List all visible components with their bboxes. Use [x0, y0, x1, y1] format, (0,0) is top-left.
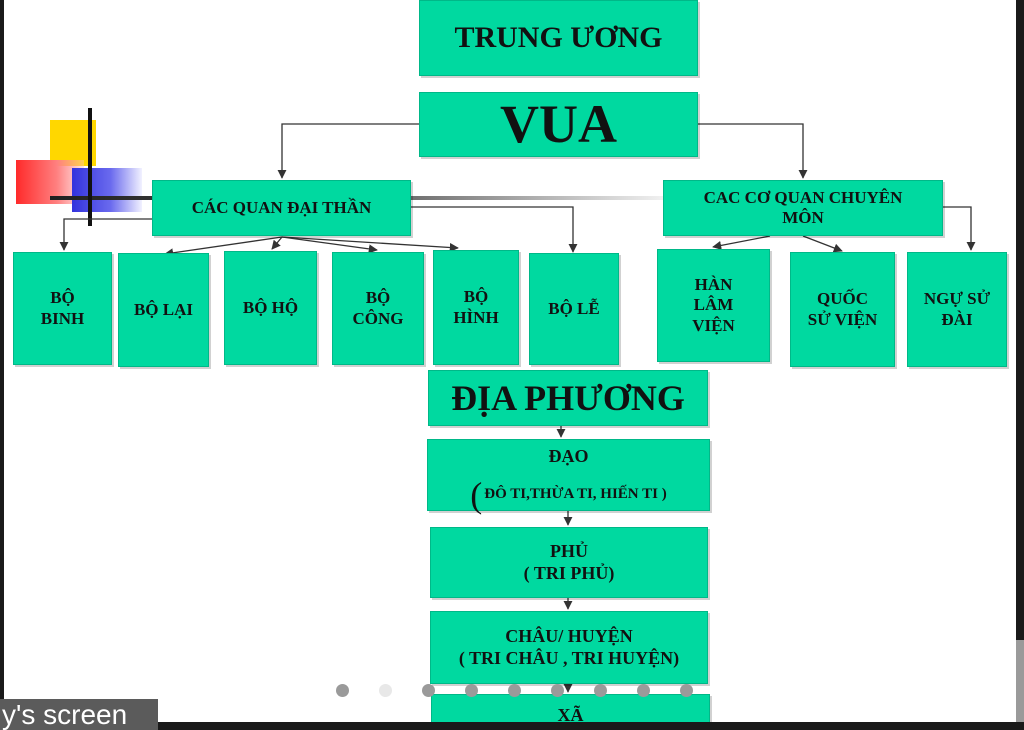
quoc-su-vien-box: QUỐC SỬ VIỆN [790, 252, 895, 367]
slide-dot-1[interactable] [336, 684, 349, 697]
bo-ho-box: BỘ HỘ [224, 251, 317, 365]
bo-lai-box: BỘ LẠI [118, 253, 209, 367]
screen-frame-left [0, 0, 4, 730]
slide-dot-3[interactable] [422, 684, 435, 697]
arrow-to-bo-ho [271, 236, 283, 250]
screen-frame-bottom [0, 722, 1024, 730]
trung-uong-title: TRUNG ƯƠNG [419, 0, 698, 76]
dao-sub-line: ( ĐÔ TI,THỪA TI, HIẾN TI ) [470, 477, 666, 513]
bo-binh-box: BỘ BINH [13, 252, 112, 365]
dao-open-paren: ( [470, 475, 483, 516]
arrow-vua-to-left-group [277, 123, 419, 179]
screen-share-label: y's screen [0, 699, 158, 730]
cac-quan-dai-than-box: CÁC QUAN ĐẠI THẦN [152, 180, 411, 236]
chau-huyen-box: CHÂU/ HUYỆN ( TRI CHÂU , TRI HUYỆN) [430, 611, 708, 684]
dao-label: ĐẠO [548, 446, 589, 466]
dia-phuong-title: ĐỊA PHƯƠNG [428, 370, 708, 426]
arrow-vua-to-right-group [698, 123, 808, 179]
screen-frame-highlight [1016, 640, 1024, 730]
slide-dot-6[interactable] [551, 684, 564, 697]
decorative-vertical-line [88, 108, 92, 226]
decorative-blue-bar [72, 168, 142, 212]
bo-le-box: BỘ LỄ [529, 253, 619, 365]
slide-dot-7[interactable] [594, 684, 607, 697]
bo-hinh-box: BỘ HÌNH [433, 250, 519, 365]
arrow-to-bo-hinh [281, 236, 459, 253]
slide-dot-9[interactable] [680, 684, 693, 697]
bo-cong-box: BỘ CÔNG [332, 252, 424, 365]
ngu-su-dai-box: NGỰ SỬ ĐÀI [907, 252, 1007, 367]
screen-frame-right [1016, 0, 1024, 730]
co-quan-chuyen-mon-box: CAC CƠ QUAN CHUYÊN MÔN [663, 180, 943, 236]
dao-officials: ĐÔ TI,THỪA TI, HIẾN TI ) [484, 486, 667, 503]
vua-box: VUA [419, 92, 698, 157]
han-lam-vien-box: HÀN LÂM VIỆN [657, 249, 770, 362]
arrow-to-bo-cong [281, 236, 378, 254]
slide-dot-8[interactable] [637, 684, 650, 697]
arrow-to-bo-binh [59, 218, 152, 251]
phu-box: PHỦ ( TRI PHỦ) [430, 527, 708, 598]
slide-dot-2[interactable] [379, 684, 392, 697]
arrow-to-bo-le [411, 206, 578, 253]
arrow-to-ngu-su-dai [943, 206, 976, 251]
slide-pagination[interactable] [336, 684, 693, 697]
arrow-to-han-lam-vien [712, 235, 771, 250]
slide-dot-4[interactable] [465, 684, 478, 697]
slide-dot-5[interactable] [508, 684, 521, 697]
arrow-to-quoc-su-vien [802, 235, 843, 253]
dao-box: ĐẠO ( ĐÔ TI,THỪA TI, HIẾN TI ) [427, 439, 710, 513]
